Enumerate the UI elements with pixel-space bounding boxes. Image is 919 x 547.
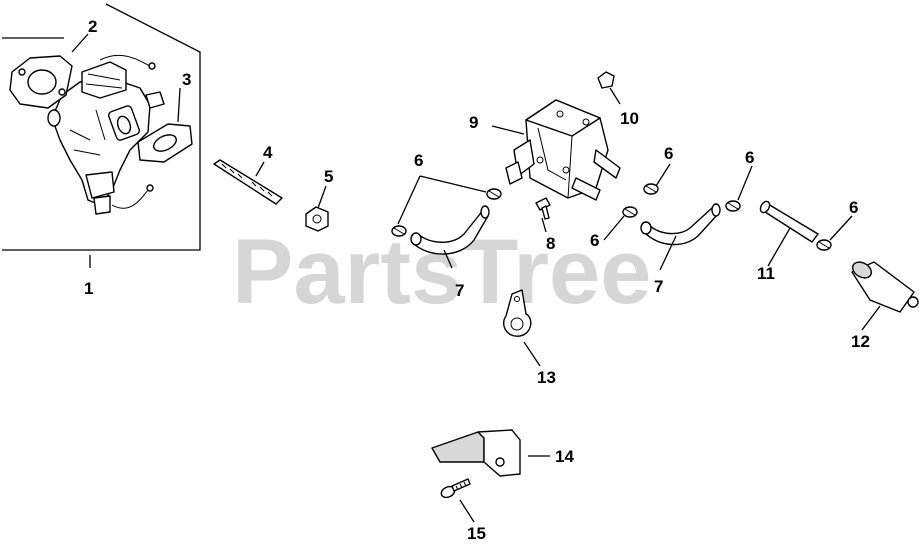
clip[interactable] (597, 71, 615, 89)
fuel-filter[interactable] (850, 259, 919, 313)
callout-5[interactable]: 5 (324, 167, 333, 186)
fuel-pump[interactable] (505, 99, 621, 201)
callout-6-right[interactable]: 6 (745, 148, 754, 167)
callout-6-center[interactable]: 6 (590, 231, 599, 250)
carburetor-assembly-group[interactable] (2, 3, 201, 251)
callout-12[interactable]: 12 (851, 332, 870, 351)
callout-10[interactable]: 10 (620, 109, 639, 128)
hose-clamp-5[interactable] (725, 200, 741, 212)
gasket-upper[interactable] (9, 55, 73, 109)
mounting-bracket[interactable] (431, 429, 521, 477)
callout-14[interactable]: 14 (555, 447, 574, 466)
callout-7-left[interactable]: 7 (455, 281, 464, 300)
callout-9[interactable]: 9 (469, 113, 478, 132)
gasket-right[interactable] (137, 123, 193, 163)
leader-lines (71, 33, 881, 523)
callout-labels: 1 2 3 4 5 6 6 6 6 6 7 7 8 9 10 11 12 13 … (84, 17, 870, 543)
fuel-line-tube[interactable] (759, 200, 819, 243)
hose-clamp-2[interactable] (486, 188, 502, 200)
fuel-hose-left[interactable] (410, 205, 490, 255)
callout-2[interactable]: 2 (88, 17, 97, 36)
hose-clamp-6[interactable] (816, 239, 832, 251)
callout-6-far-right[interactable]: 6 (849, 198, 858, 217)
callout-6-left[interactable]: 6 (414, 151, 423, 170)
callout-3[interactable]: 3 (182, 70, 191, 89)
hose-clamp-3[interactable] (643, 183, 659, 195)
fuel-hose-right[interactable] (640, 203, 721, 246)
callout-13[interactable]: 13 (537, 368, 556, 387)
callout-11[interactable]: 11 (757, 264, 775, 283)
callout-4[interactable]: 4 (263, 143, 273, 162)
nut[interactable] (305, 206, 329, 232)
hose-clamp-1[interactable] (391, 225, 407, 237)
hose-clamp-4[interactable] (622, 206, 638, 218)
parts-tree-watermark: PartsTree (232, 221, 651, 323)
clamp-bracket[interactable] (502, 289, 532, 337)
callout-6-mid[interactable]: 6 (664, 144, 673, 163)
carburetor[interactable] (47, 54, 165, 215)
callout-7-right[interactable]: 7 (654, 277, 663, 296)
stud[interactable] (213, 159, 283, 205)
callout-15[interactable]: 15 (467, 524, 486, 543)
callout-1[interactable]: 1 (84, 279, 93, 298)
screw-small[interactable] (535, 197, 551, 220)
callout-8[interactable]: 8 (546, 234, 555, 253)
screw-large[interactable] (440, 478, 471, 499)
